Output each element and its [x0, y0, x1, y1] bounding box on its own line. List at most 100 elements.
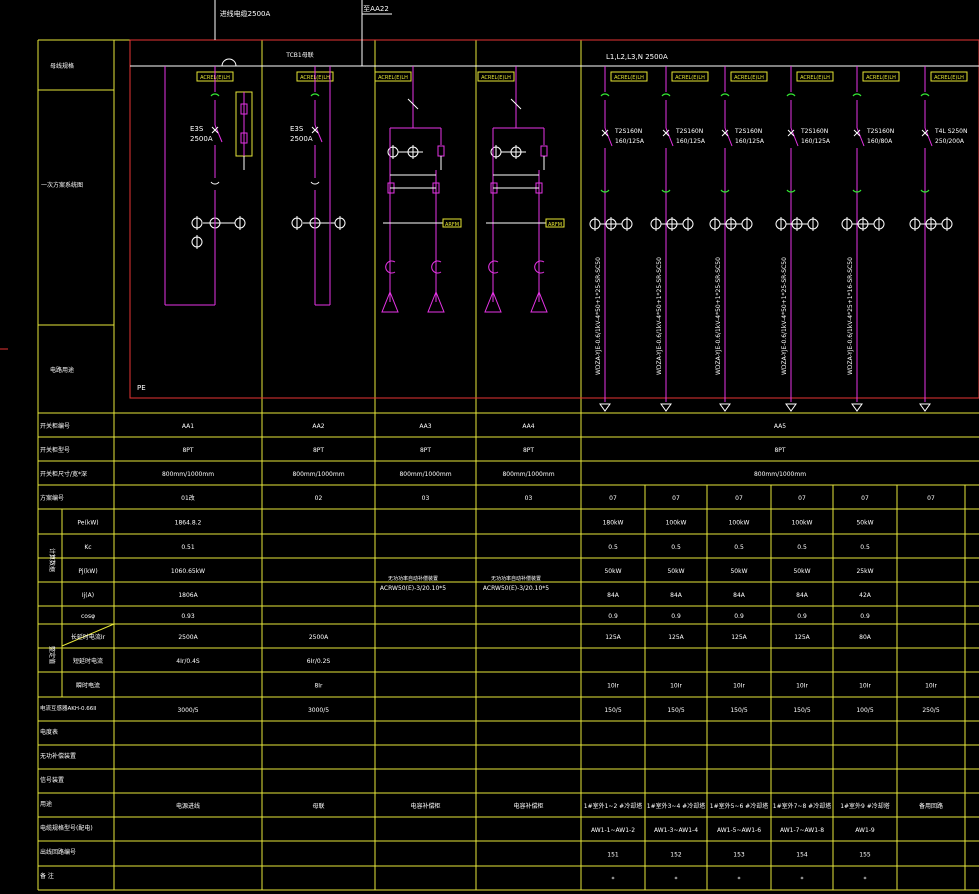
- feeder-ij: 84A: [607, 592, 620, 599]
- feeder-rating: 160/80A: [867, 138, 893, 145]
- cap-reactor: [431, 260, 442, 274]
- feeder-inst: 10Ir: [859, 683, 871, 690]
- feeder-remark: *: [738, 876, 741, 883]
- row-hdr-size: 开关柜尺寸/宽*深: [40, 470, 87, 478]
- row-hdr-no: 开关柜编号: [40, 422, 70, 430]
- feeder-purpose: 1#室外3~4 #冷却塔: [647, 802, 705, 810]
- cab-purpose: 电源进线: [176, 802, 200, 810]
- cap-fuse: [510, 98, 522, 110]
- cab-type: 8PT: [420, 447, 431, 454]
- feeder-ir: 125A: [794, 634, 810, 641]
- cab4-tag-text: ACREL(E)LH: [481, 75, 511, 81]
- row-hdr-pe: Pe(kW): [77, 520, 98, 527]
- feeder5-tag-box: [862, 71, 900, 82]
- feeder-cos: 0.9: [608, 613, 618, 620]
- feeder-rating: 160/125A: [615, 138, 645, 145]
- cab-no: AA4: [522, 423, 534, 430]
- cap-reactor: [385, 260, 396, 274]
- feeder-purpose: 1#室外1~2 #冷却塔: [584, 802, 642, 810]
- main-bus-label: L1,L2,L3,N 2500A: [606, 53, 668, 61]
- feeder-cos: 0.9: [671, 613, 681, 620]
- feeder-ct: 250/5: [922, 707, 939, 714]
- feeder-disconnect: [600, 93, 610, 97]
- row-hdr-ij: Ij(A): [82, 592, 94, 599]
- cap-tag-text: ARFM: [445, 222, 459, 228]
- feeder-pj: 50kW: [667, 568, 684, 575]
- feeder-blade: [604, 127, 613, 147]
- cap-tag-box: [545, 218, 565, 228]
- feeder-rating: 160/125A: [801, 138, 831, 145]
- feeder-rating: 160/125A: [735, 138, 765, 145]
- cab-long-delay: 2500A: [309, 634, 329, 641]
- feeder-kc: 0.5: [671, 544, 681, 551]
- row-hdr-instant: 瞬时电流: [76, 682, 100, 690]
- feeder-plug: [852, 189, 862, 193]
- feeder-plug: [600, 189, 610, 193]
- feeder3-tag-box: [730, 71, 768, 82]
- feeder-inst: 10Ir: [925, 683, 937, 690]
- feeder-ct: 150/5: [793, 707, 810, 714]
- feeder-disconnect: [920, 93, 930, 97]
- cap-fuse: [407, 98, 419, 110]
- cab-no: AA1: [182, 423, 194, 430]
- feeder-scheme: 07: [609, 495, 617, 502]
- cap-note2: ACRW50(E)-3/20.10*5: [380, 585, 446, 592]
- cab-plug: [310, 181, 320, 185]
- cab-instant: 8Ir: [314, 683, 323, 690]
- row-hdr-group-calc: 计算数据: [48, 548, 56, 572]
- feeder-ct: 150/5: [730, 707, 747, 714]
- feeder-arrow: [719, 403, 731, 412]
- feeder-inst: 10Ir: [607, 683, 619, 690]
- feeder-scheme: 07: [672, 495, 680, 502]
- feeder-breaker: T2S160N: [800, 128, 828, 135]
- feeder1-tag-text: ACREL(E)LH: [614, 75, 644, 81]
- feeder3-tag-text: ACREL(E)LH: [734, 75, 764, 81]
- cab-size: 800mm/1000mm: [292, 471, 344, 478]
- cab-scheme: 03: [422, 495, 430, 502]
- cap-tag-box: [442, 218, 462, 228]
- cab-ct: 3000/5: [308, 707, 329, 714]
- feeder-cable_ref: AW1-1~AW1-2: [591, 827, 635, 834]
- feeder-scheme: 07: [927, 495, 935, 502]
- feeder-inst: 10Ir: [796, 683, 808, 690]
- row-hdr-bus: 母线规格: [50, 62, 74, 70]
- cab-pj: 1060.65kW: [171, 568, 205, 575]
- feeder-circuit: 153: [733, 852, 745, 859]
- bus-tag-label: 至AA22: [363, 5, 389, 13]
- cab-plug: [210, 181, 220, 185]
- row-hdr-ct: 电流互感器AKH-0.66II: [40, 704, 97, 712]
- feeder-circuit: 154: [796, 852, 808, 859]
- cab1-bus-crossing: [221, 58, 237, 67]
- row-hdr-purpose: 用途: [40, 800, 52, 808]
- cab-short-delay: 6Ir/0.2S: [307, 658, 331, 665]
- cab-size: 800mm/1000mm: [162, 471, 214, 478]
- feeder-blade: [665, 127, 674, 147]
- feeder-rating: 250/200A: [935, 138, 965, 145]
- feeder-scheme: 07: [861, 495, 869, 502]
- feeder-inst: 10Ir: [670, 683, 682, 690]
- cab4-tag-box: [477, 71, 515, 82]
- scheme-drawing: [0, 0, 979, 412]
- feeder-pj: 50kW: [730, 568, 747, 575]
- feeder-purpose: 1#室外5~6 #冷却塔: [710, 802, 768, 810]
- feeder-ij: 84A: [670, 592, 683, 599]
- feeder-cab-no: AA5: [774, 423, 786, 430]
- row-hdr-pj: Pj(kW): [78, 568, 97, 575]
- feeder-rating: 160/125A: [676, 138, 706, 145]
- feeder-remark: *: [801, 876, 804, 883]
- cab-breaker-x: [211, 126, 219, 134]
- cab-scheme: 03: [525, 495, 533, 502]
- feeder-cable_ref: AW1-7~AW1-8: [780, 827, 824, 834]
- feeder-cos: 0.9: [797, 613, 807, 620]
- feeder-breaker: T4L S250N: [934, 128, 967, 135]
- feeder-cable: WDZA-YJE-0.6/1kV-4*50+1*25-SR-SC50: [715, 257, 722, 375]
- feeder-pj: 50kW: [793, 568, 810, 575]
- cab-size: 800mm/1000mm: [399, 471, 451, 478]
- cab-ij: 1806A: [178, 592, 198, 599]
- feeder-blade: [724, 127, 733, 147]
- cab-no: AA2: [312, 423, 324, 430]
- feeder-circuit: 151: [607, 852, 619, 859]
- feeder-ct: 100/5: [856, 707, 873, 714]
- feeder4-tag-text: ACREL(E)LH: [800, 75, 830, 81]
- cab-disconnect: [210, 93, 220, 97]
